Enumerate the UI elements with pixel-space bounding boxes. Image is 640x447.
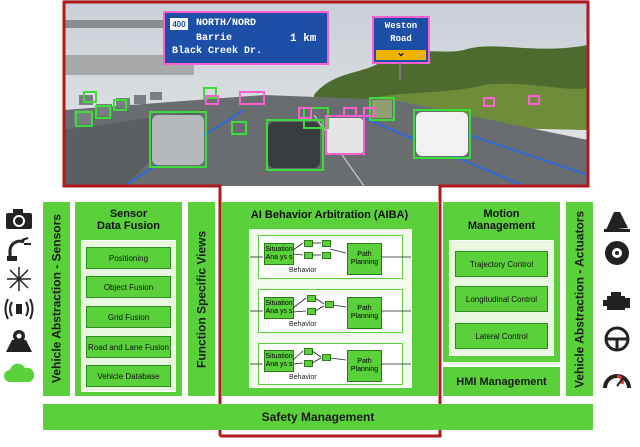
behavior-label-2: Behavior <box>289 321 317 328</box>
actuator-abstraction-label: Vehicle Abstraction - Actuators <box>572 210 587 388</box>
safety-bar: Safety Management <box>43 404 593 430</box>
map-icon <box>6 330 32 352</box>
fusion-item-grid[interactable]: Grid Fusion <box>86 306 171 328</box>
sensor-fusion-panel: Sensor Data Fusion Positioning Object Fu… <box>75 202 182 396</box>
behavior-label-1: Behavior <box>289 267 317 274</box>
sensor-icons <box>0 200 38 395</box>
right-sign-line1: Weston <box>384 21 418 31</box>
node-1a <box>304 240 313 247</box>
actuator-icons <box>598 200 638 395</box>
fusion-item-object[interactable]: Object Fusion <box>86 276 171 298</box>
node-3c <box>322 354 331 361</box>
lidar-icon <box>7 267 31 291</box>
motion-item-longitudinal[interactable]: Longitudinal Control <box>455 286 548 312</box>
aiba-title: AI Behavior Arbitration (AIBA) <box>250 209 409 221</box>
gauge-icon <box>603 374 631 389</box>
sensor-abstraction-column: Vehicle Abstraction - Sensors <box>43 202 70 396</box>
behavior-block-3: Situation Ana ys s Path Planning Behavio… <box>258 343 403 385</box>
sensor-fusion-title-1: Sensor <box>109 208 148 220</box>
radar-icon <box>7 237 31 261</box>
node-2c <box>325 301 334 308</box>
motion-item-trajectory[interactable]: Trajectory Control <box>455 251 548 277</box>
motion-item-lateral[interactable]: Lateral Control <box>455 323 548 349</box>
sign-place-1: Barrie <box>196 33 233 44</box>
gas-pedal-icon <box>604 212 630 232</box>
aiba-connectors <box>250 242 411 365</box>
situation-analysis-1: Situation Ana ys s <box>264 243 294 265</box>
fusion-item-road-lane[interactable]: Road and Lane Fusion <box>86 336 171 358</box>
right-sign-line2: Road <box>390 34 412 44</box>
sign-place-2: Black Creek Dr. <box>172 46 263 57</box>
path-planning-1: Path Planning <box>347 243 382 275</box>
motion-title: Motion Management <box>443 208 560 232</box>
hmi-panel: HMI Management <box>443 367 560 396</box>
node-1d <box>322 252 331 259</box>
function-views-column: Function Specific Views <box>188 202 215 396</box>
right-sign-arrow: ⌄ <box>396 47 406 59</box>
path-planning-2: Path Planning <box>347 297 382 329</box>
path-planning-3: Path Planning <box>347 350 382 382</box>
node-2b <box>307 308 316 315</box>
behavior-block-2: Situation Ana ys s Path Planning Behavio… <box>258 289 403 333</box>
behavior-label-3: Behavior <box>289 374 317 381</box>
node-3b <box>304 360 313 367</box>
safety-label: Safety Management <box>261 410 375 424</box>
sensor-fusion-title-2: Data Fusion <box>97 220 160 232</box>
route-shield: 400 <box>172 20 186 29</box>
fusion-item-positioning[interactable]: Positioning <box>86 247 171 269</box>
sensor-fusion-list: Positioning Object Fusion Grid Fusion Ro… <box>81 240 176 392</box>
actuator-abstraction-column: Vehicle Abstraction - Actuators <box>566 202 593 396</box>
motion-list: Trajectory Control Longitudinal Control … <box>449 240 554 356</box>
brake-disc-icon <box>605 241 629 265</box>
sensor-abstraction-label: Vehicle Abstraction - Sensors <box>49 214 64 384</box>
steering-wheel-icon <box>604 326 630 352</box>
cloud-icon <box>4 363 34 382</box>
motion-panel: Motion Management Trajectory Control Lon… <box>443 202 560 362</box>
situation-analysis-3: Situation Ana ys s <box>264 350 294 372</box>
sign-distance: 1 km <box>290 33 317 45</box>
camera-icon <box>6 209 32 229</box>
sign-direction: NORTH/NORD <box>196 18 257 29</box>
motion-title-2: Management <box>467 220 536 232</box>
hmi-label: HMI Management <box>456 375 547 388</box>
fusion-item-vehicle-db[interactable]: Vehicle Database <box>86 365 171 387</box>
node-1b <box>304 252 313 259</box>
sensor-fusion-title: Sensor Data Fusion <box>75 208 182 232</box>
road-scene-image: 400 NORTH/NORD Barrie Black Creek Dr. 1 … <box>64 0 588 186</box>
behavior-block-1: Situation Ana ys s Path Planning Behavio… <box>258 235 403 279</box>
node-1c <box>322 240 331 247</box>
motion-title-1: Motion <box>483 208 520 220</box>
function-views-label: Function Specific Views <box>194 230 209 368</box>
engine-icon <box>603 292 630 310</box>
ultrasonic-icon <box>4 298 34 320</box>
